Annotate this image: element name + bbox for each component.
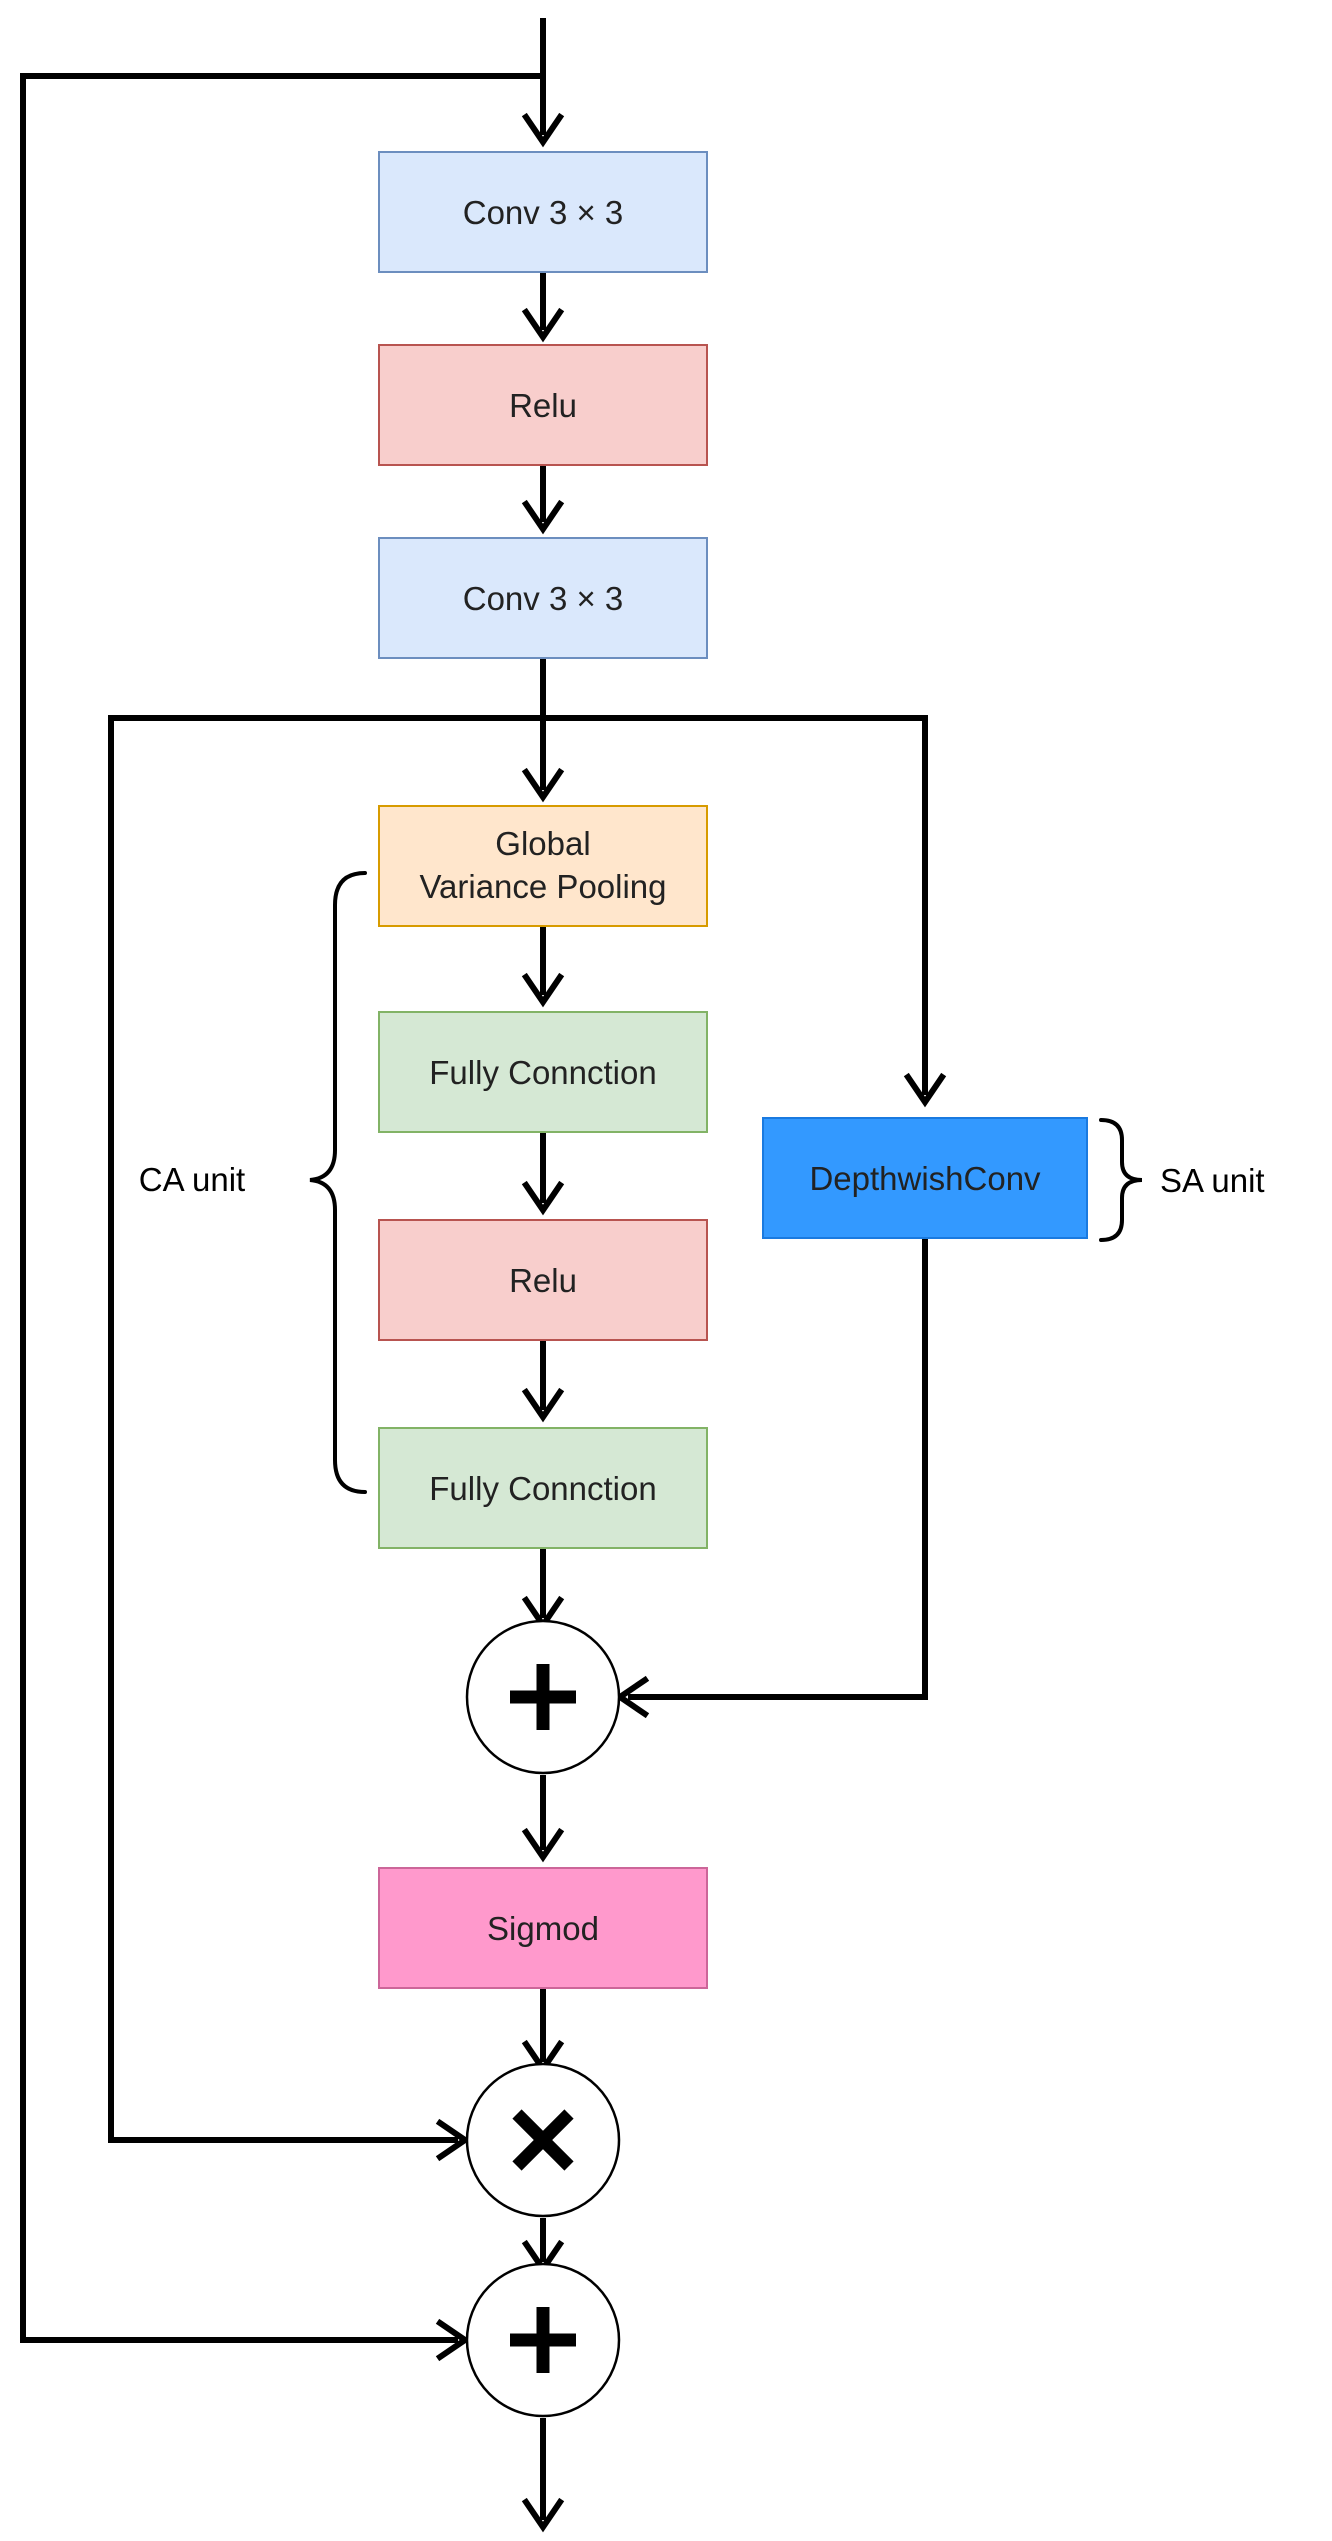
arrowhead-down bbox=[903, 1072, 947, 1108]
arrowhead-down bbox=[521, 112, 565, 148]
wire-depthwise-add1 bbox=[628, 1238, 928, 1700]
relu2-label: Relu bbox=[509, 1262, 577, 1299]
conv2-label: Conv 3 × 3 bbox=[463, 580, 624, 617]
sigmoid-label: Sigmod bbox=[487, 1910, 599, 1947]
plus-icon bbox=[510, 1664, 576, 1730]
arrowhead-down bbox=[521, 1827, 565, 1863]
arrowhead-down bbox=[521, 972, 565, 1008]
relu2-box bbox=[378, 1219, 708, 1341]
arrowhead-down bbox=[521, 499, 565, 535]
plus-icon bbox=[510, 2307, 576, 2373]
depthwise-box bbox=[762, 1117, 1088, 1239]
arrowhead-down bbox=[521, 1387, 565, 1423]
gvp-box bbox=[378, 805, 708, 927]
block-depthwise: DepthwishConv bbox=[762, 1117, 1088, 1239]
block-sigmoid: Sigmod bbox=[378, 1867, 708, 1989]
block-relu1: Relu bbox=[378, 344, 708, 466]
relu1-box bbox=[378, 344, 708, 466]
arrowhead-down bbox=[521, 307, 565, 343]
arrowhead-down bbox=[521, 1180, 565, 1216]
arrowhead-down bbox=[521, 2497, 565, 2533]
sa-unit-brace bbox=[1099, 1118, 1143, 1242]
operator-add1 bbox=[465, 1619, 621, 1775]
block-conv2: Conv 3 × 3 bbox=[378, 537, 708, 659]
fc2-box bbox=[378, 1427, 708, 1549]
arrowhead-right bbox=[435, 2118, 471, 2162]
gvp-label-line1: Global bbox=[495, 825, 590, 862]
ca-unit-brace bbox=[309, 871, 367, 1494]
operator-add2 bbox=[465, 2262, 621, 2418]
conv2-box bbox=[378, 537, 708, 659]
sa-unit-label: SA unit bbox=[1160, 1162, 1265, 1199]
block-fc2: Fully Connction bbox=[378, 1427, 708, 1549]
fc1-box bbox=[378, 1011, 708, 1133]
arrowhead-down bbox=[521, 767, 565, 803]
connectors bbox=[20, 18, 928, 2520]
operator-multiply bbox=[465, 2062, 621, 2218]
conv1-label: Conv 3 × 3 bbox=[463, 194, 624, 231]
relu1-label: Relu bbox=[509, 387, 577, 424]
fc1-label: Fully Connction bbox=[429, 1054, 656, 1091]
block-relu2: Relu bbox=[378, 1219, 708, 1341]
wire-sa-branch bbox=[543, 715, 928, 1095]
sigmoid-box bbox=[378, 1867, 708, 1989]
ca-unit-label: CA unit bbox=[139, 1161, 245, 1198]
depthwise-label: DepthwishConv bbox=[809, 1160, 1041, 1197]
block-conv1: Conv 3 × 3 bbox=[378, 151, 708, 273]
block-gvp: Global Variance Pooling bbox=[378, 805, 708, 927]
wire-inner-skip bbox=[108, 715, 543, 2143]
conv1-box bbox=[378, 151, 708, 273]
wire-outer-skip bbox=[20, 73, 543, 2343]
fc2-label: Fully Connction bbox=[429, 1470, 656, 1507]
gvp-label-line2: Variance Pooling bbox=[419, 868, 666, 905]
block-fc1: Fully Connction bbox=[378, 1011, 708, 1133]
times-icon bbox=[512, 2109, 574, 2171]
arrowhead-right bbox=[435, 2318, 471, 2362]
